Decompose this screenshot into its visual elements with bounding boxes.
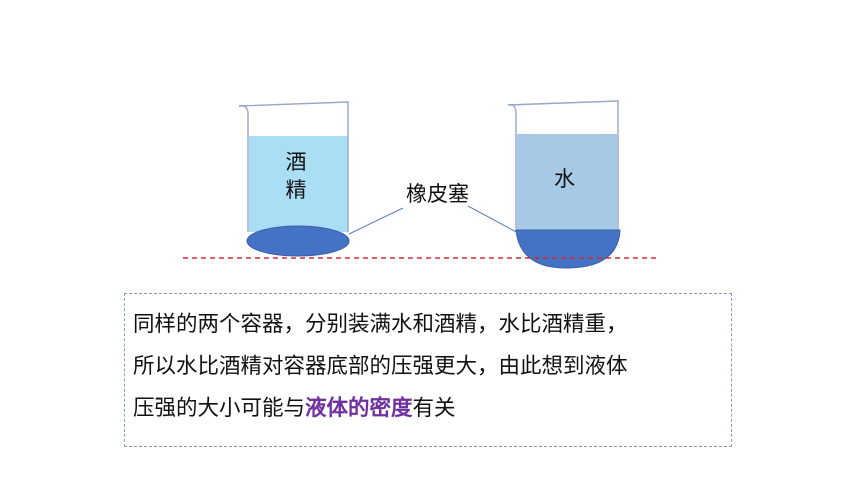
- left-beaker-wall: [238, 104, 249, 232]
- stopper-label: 橡皮塞: [406, 182, 469, 206]
- explanation-line-3: 压强的大小可能与液体的密度有关: [133, 388, 725, 430]
- left-beaker-label-char-1: 酒: [285, 150, 307, 174]
- explanation-box: 同样的两个容器，分别装满水和酒精，水比酒精重， 所以水比酒精对容器底部的压强更大…: [124, 293, 732, 447]
- explanation-line-1: 同样的两个容器，分别装满水和酒精，水比酒精重，: [133, 312, 628, 337]
- right-beaker-wall: [507, 103, 517, 232]
- left-beaker: [238, 101, 350, 257]
- right-beaker-label: 水: [554, 167, 575, 191]
- alcohol-liquid: [249, 136, 348, 232]
- left-beaker-rim: [238, 101, 349, 232]
- left-beaker-label-char-2: 精: [285, 178, 307, 202]
- water-liquid: [517, 134, 617, 234]
- right-beaker: [507, 100, 621, 269]
- left-rubber-stopper: [246, 225, 350, 257]
- explanation-line-3-start: 压强的大小可能与: [133, 396, 306, 421]
- explanation-line-3-end: 有关: [412, 396, 456, 421]
- explanation-line-2: 所以水比酒精对容器底部的压强更大，由此想到液体: [133, 354, 628, 379]
- right-beaker-rim: [507, 100, 619, 232]
- right-rubber-stopper: [515, 229, 621, 269]
- highlight-liquid-density: 液体的密度: [305, 396, 413, 421]
- left-beaker-label: 酒 精: [284, 148, 308, 204]
- pointer-line-right: [467, 205, 521, 235]
- pointer-line-left: [348, 207, 404, 235]
